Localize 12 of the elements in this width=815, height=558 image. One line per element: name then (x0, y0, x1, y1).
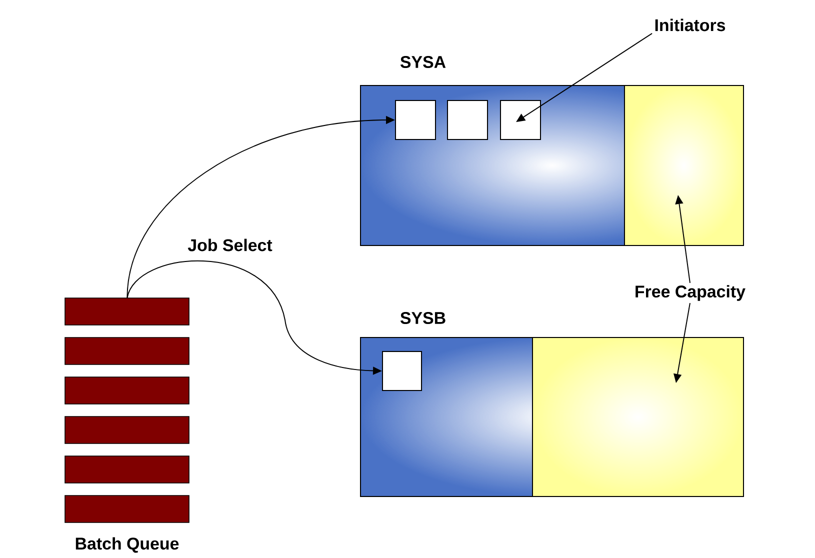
callout-label: Initiators (655, 18, 726, 32)
heading: SYSB (400, 312, 446, 324)
initiator-box (500, 100, 541, 140)
initiator-box (447, 100, 488, 140)
initiator-box (382, 351, 422, 391)
caption-text: Job Select (188, 238, 272, 252)
capacity-box (624, 85, 744, 246)
heading: Batch Queue (76, 537, 179, 553)
callout-label: Free Capacity (636, 285, 746, 301)
capacity-box (532, 337, 744, 497)
initiator-box (395, 100, 436, 140)
heading: SYSA (400, 56, 446, 68)
